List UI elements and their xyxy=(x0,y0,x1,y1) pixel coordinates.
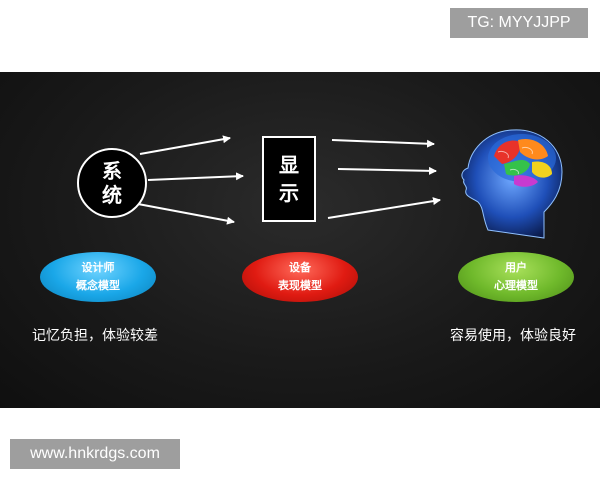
display-node-line2: 示 xyxy=(279,181,299,205)
user-model-line2: 心理模型 xyxy=(494,279,538,292)
user-mental-model-oval: 用户 心理模型 xyxy=(458,252,574,302)
display-node-line1: 显 xyxy=(279,153,299,177)
device-model-line2: 表现模型 xyxy=(278,279,322,292)
display-node: 显 示 xyxy=(262,136,316,222)
arrow-display-to-user-middle xyxy=(337,166,437,175)
human-head-brain-icon xyxy=(461,129,563,239)
watermark-tag-bottom: www.hnkrdgs.com xyxy=(10,439,180,469)
arrows-layer xyxy=(137,135,441,225)
arrow-system-to-display-middle xyxy=(147,172,244,181)
designer-model-line1: 设计师 xyxy=(81,261,115,274)
note-right: 容易使用，体验良好 xyxy=(450,328,576,344)
device-model-line1: 设备 xyxy=(289,261,311,274)
arrow-display-to-user-bottom xyxy=(327,197,441,219)
arrow-display-to-user-top xyxy=(331,139,435,148)
designer-concept-model-oval: 设计师 概念模型 xyxy=(40,252,156,302)
system-node-line2: 统 xyxy=(102,183,122,207)
system-node-line1: 系 xyxy=(102,159,122,183)
diagram-panel: 系 统 显 示 设计师 概念模型 xyxy=(0,72,600,408)
arrow-system-to-display-top xyxy=(139,135,231,155)
note-left: 记忆负担，体验较差 xyxy=(32,328,158,344)
arrow-system-to-display-bottom xyxy=(137,203,235,225)
designer-model-line2: 概念模型 xyxy=(76,279,120,292)
device-presentation-model-oval: 设备 表现模型 xyxy=(242,252,358,302)
user-model-line1: 用户 xyxy=(505,261,527,274)
system-node: 系 统 xyxy=(77,148,147,218)
watermark-tag-top: TG: MYYJJPP xyxy=(450,8,588,38)
